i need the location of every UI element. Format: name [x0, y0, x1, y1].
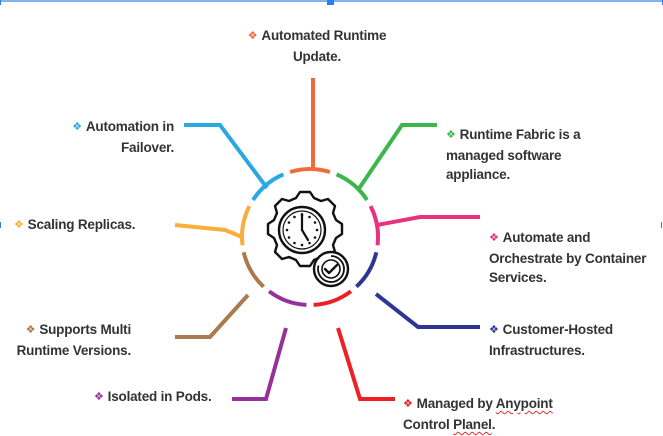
clock-tick [313, 221, 317, 224]
connector-line-supports-multi-runtime [175, 293, 250, 339]
connector-line-automation-in-failover [184, 123, 269, 190]
label-automate-orchestrate: ❖Automate and Orchestrate by Container S… [489, 228, 663, 287]
ring-arc-isolated-in-pods [267, 289, 307, 307]
label-line: appliance. [446, 167, 511, 182]
clock-tick [313, 236, 317, 239]
ring-arc-scaling-replicas [240, 205, 252, 246]
selection-handle-right[interactable] [661, 222, 662, 228]
selection-handle-top[interactable] [327, 0, 334, 5]
clock-tick [315, 228, 319, 232]
label-line: Automation in [85, 119, 174, 134]
connector-line-managed-by-anypoint [336, 327, 395, 401]
ring-arc-runtime-fabric-managed [335, 172, 369, 202]
diamond-bullet-icon: ❖ [25, 324, 36, 336]
label-line: . [491, 417, 496, 432]
clock-tick [293, 241, 296, 245]
label-customer-hosted: ❖Customer-Hosted Infrastructures. [489, 320, 659, 360]
label-automation-in-failover: ❖Automation in Failover. [40, 117, 174, 157]
clock-tick [287, 236, 291, 239]
label-line: Supports Multi [39, 322, 131, 337]
label-line: managed software [446, 148, 562, 163]
label-line: Automated Runtime [261, 28, 387, 43]
label-supports-multi-runtime: ❖Supports Multi Runtime Versions. [0, 320, 132, 360]
clock-tick [287, 221, 291, 224]
diamond-bullet-icon: ❖ [94, 391, 104, 403]
connector-line-customer-hosted [374, 292, 480, 329]
clock-tick [285, 228, 289, 232]
label-automated-runtime-update: ❖Automated Runtime Update. [232, 26, 402, 66]
label-line: Automate and [502, 230, 591, 245]
diamond-bullet-icon: ❖ [446, 129, 456, 141]
label-scaling-replicas: ❖Scaling Replicas. [14, 215, 174, 236]
label-line: Failover. [121, 140, 174, 155]
label-line: Orchestrate by Container [489, 251, 647, 266]
label-line: Services. [489, 270, 547, 285]
diamond-bullet-icon: ❖ [489, 324, 499, 336]
spellcheck-flagged-word[interactable]: Anypoint [495, 396, 553, 411]
diamond-bullet-icon: ❖ [489, 232, 499, 244]
diamond-bullet-icon: ❖ [247, 30, 258, 42]
label-isolated-in-pods: ❖Isolated in Pods. [94, 387, 244, 408]
label-managed-by-anypoint: ❖Managed by Anypoint Control Planel. [403, 394, 603, 434]
label-line: Managed by [416, 396, 496, 411]
label-line: Infrastructures. [489, 343, 585, 358]
connector-line-runtime-fabric-managed [356, 123, 437, 192]
label-line: Update. [292, 49, 342, 64]
label-line: Customer-Hosted [502, 322, 613, 337]
clock-tick [293, 215, 296, 219]
label-line: Control [403, 417, 454, 432]
connector-line-automate-orchestrate [376, 215, 480, 227]
selection-handle-left[interactable] [0, 222, 1, 228]
label-line: Isolated in Pods. [107, 389, 212, 404]
diamond-bullet-icon: ❖ [14, 219, 24, 231]
checkmark-badge-icon [312, 250, 350, 288]
ring-arc-managed-by-anypoint [313, 289, 353, 307]
label-line: Scaling Replicas. [27, 217, 136, 232]
clock-tick [300, 243, 304, 247]
label-runtime-fabric-managed: ❖Runtime Fabric is a managed software ap… [446, 125, 636, 184]
selection-handle-top-left[interactable] [0, 0, 1, 5]
clock-tick [308, 241, 311, 245]
ring-arc-customer-hosted [354, 251, 379, 289]
spellcheck-flagged-word[interactable]: Planel [453, 417, 492, 432]
ring-arc-automated-runtime-update [289, 167, 331, 174]
connector-line-isolated-in-pods [232, 327, 288, 401]
clock-tick [308, 215, 311, 219]
ring-arc-automate-orchestrate [368, 205, 380, 246]
label-line: Runtime Versions. [16, 343, 132, 358]
label-line: Runtime Fabric is a [459, 127, 581, 142]
ring-arc-supports-multi-runtime [241, 251, 266, 289]
diamond-bullet-icon: ❖ [72, 121, 82, 133]
checkmark-icon [323, 263, 339, 275]
diamond-bullet-icon: ❖ [403, 398, 413, 410]
gear-clock-checkmark-icon [266, 190, 350, 288]
connector-line-scaling-replicas [174, 223, 243, 239]
